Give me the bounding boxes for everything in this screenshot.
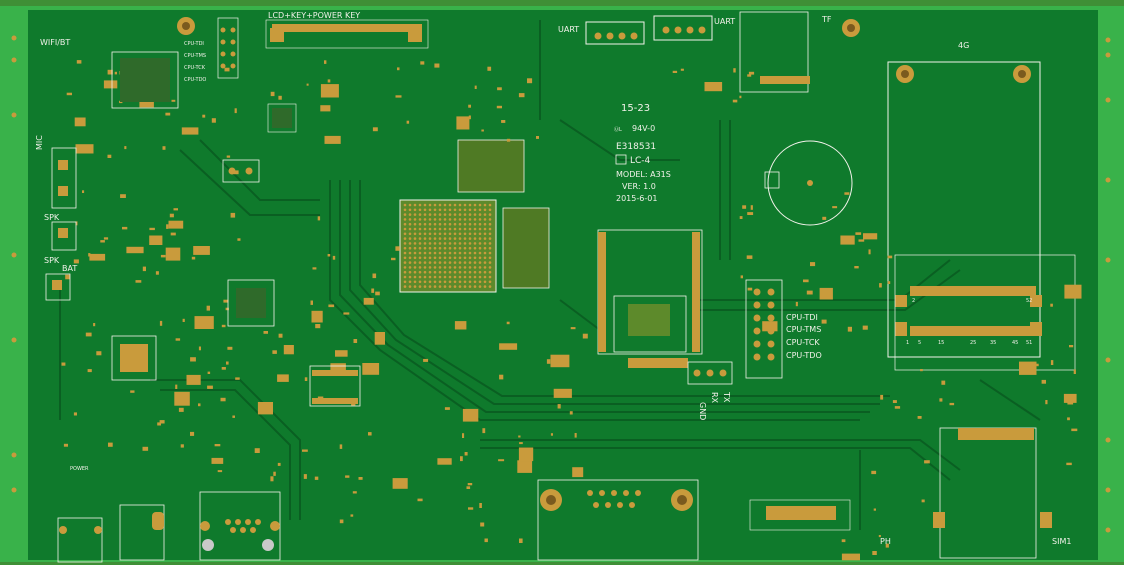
bottom-connector bbox=[537, 479, 699, 561]
label-date: 2015-6-01 bbox=[616, 194, 657, 203]
label-power: POWER bbox=[70, 466, 89, 472]
label-cpu-tdi: CPU-TDI bbox=[786, 313, 818, 322]
silkscreen-texts: WIFI/BT LCD+KEY+POWER KEY UART UART TF 4… bbox=[35, 11, 1071, 546]
dram-bga-right bbox=[502, 207, 550, 289]
4g-module bbox=[887, 61, 1076, 371]
bottom-left-connectors bbox=[57, 491, 281, 563]
label-ul-file: E318531 bbox=[616, 142, 656, 152]
label-cpu-tck: CPU-TCK bbox=[786, 338, 820, 347]
label-jtag-tdi-small: CPU-TDI bbox=[184, 41, 204, 47]
nand-flash bbox=[597, 229, 703, 368]
label-spk-lower: SPK bbox=[44, 256, 60, 265]
label-pin-45: 45 bbox=[1012, 340, 1018, 346]
label-pin-2: 2 bbox=[912, 298, 915, 304]
left-connectors bbox=[45, 147, 77, 301]
cpu-bga bbox=[399, 199, 497, 293]
label-gnd: GND bbox=[698, 402, 707, 420]
label-rx: RX bbox=[710, 392, 719, 404]
label-wifi-bt: WIFI/BT bbox=[40, 38, 70, 47]
bottom-connector-pins bbox=[587, 490, 641, 508]
label-pin-15: 15 bbox=[938, 340, 944, 346]
audio-codec-qfn bbox=[111, 335, 157, 381]
label-spk-upper: SPK bbox=[44, 213, 60, 222]
tf-slot-outline bbox=[739, 11, 809, 93]
label-lcd-key: LCD+KEY+POWER KEY bbox=[268, 11, 360, 20]
edge-vias bbox=[11, 35, 1111, 533]
label-jtag-tms-small: CPU-TMS bbox=[184, 53, 206, 59]
label-jtag-tck-small: CPU-TCK bbox=[184, 65, 206, 71]
label-tf: TF bbox=[821, 15, 832, 24]
label-lc: LC-4 bbox=[630, 156, 651, 166]
label-uart-left: UART bbox=[558, 25, 579, 34]
label-model: MODEL: A31S bbox=[616, 170, 671, 179]
label-jtag-tdo-small: CPU-TDO bbox=[184, 77, 206, 83]
label-bat: BAT bbox=[62, 264, 77, 273]
label-uart-right: UART bbox=[714, 17, 735, 26]
label-pin-52: 52 bbox=[1026, 298, 1032, 304]
label-pin-5: 5 bbox=[918, 340, 921, 346]
label-pin-25: 25 bbox=[970, 340, 976, 346]
label-ph: PH bbox=[880, 537, 891, 546]
label-ver: VER: 1.0 bbox=[622, 182, 656, 191]
wifi-module-ic bbox=[111, 51, 179, 109]
label-mic: MIC bbox=[35, 135, 44, 150]
coin-cell-outline bbox=[767, 140, 853, 226]
4g-connector-bottom bbox=[910, 326, 1036, 336]
label-tx: TX bbox=[722, 391, 731, 403]
sop-ic bbox=[309, 365, 361, 407]
label-pin-35: 35 bbox=[990, 340, 996, 346]
label-sim1: SIM1 bbox=[1052, 537, 1071, 546]
ul-logo: ⓊL bbox=[614, 126, 622, 133]
cpu-jtag-small-header bbox=[217, 17, 239, 79]
pmic-qfp bbox=[227, 279, 275, 327]
label-date-code: 15-23 bbox=[621, 103, 650, 114]
lc-logo-icon bbox=[615, 154, 627, 165]
mounting-holes bbox=[177, 17, 860, 511]
label-pin-51: 51 bbox=[1026, 340, 1032, 346]
uart-connectors bbox=[585, 15, 713, 45]
lcd-fpc-connector bbox=[272, 24, 422, 32]
board-surface bbox=[28, 10, 1098, 560]
4g-connector-top bbox=[910, 286, 1036, 296]
camera-fpc bbox=[766, 506, 836, 520]
smd-pads bbox=[61, 60, 1082, 561]
label-4g: 4G bbox=[958, 41, 969, 50]
label-cpu-tdo: CPU-TDO bbox=[786, 351, 822, 360]
label-cpu-tms: CPU-TMS bbox=[786, 325, 821, 334]
label-pin-1: 1 bbox=[906, 340, 909, 346]
dram-bga-top bbox=[457, 139, 525, 193]
label-rating: 94V-0 bbox=[632, 124, 655, 133]
debug-uart-header bbox=[687, 361, 733, 385]
